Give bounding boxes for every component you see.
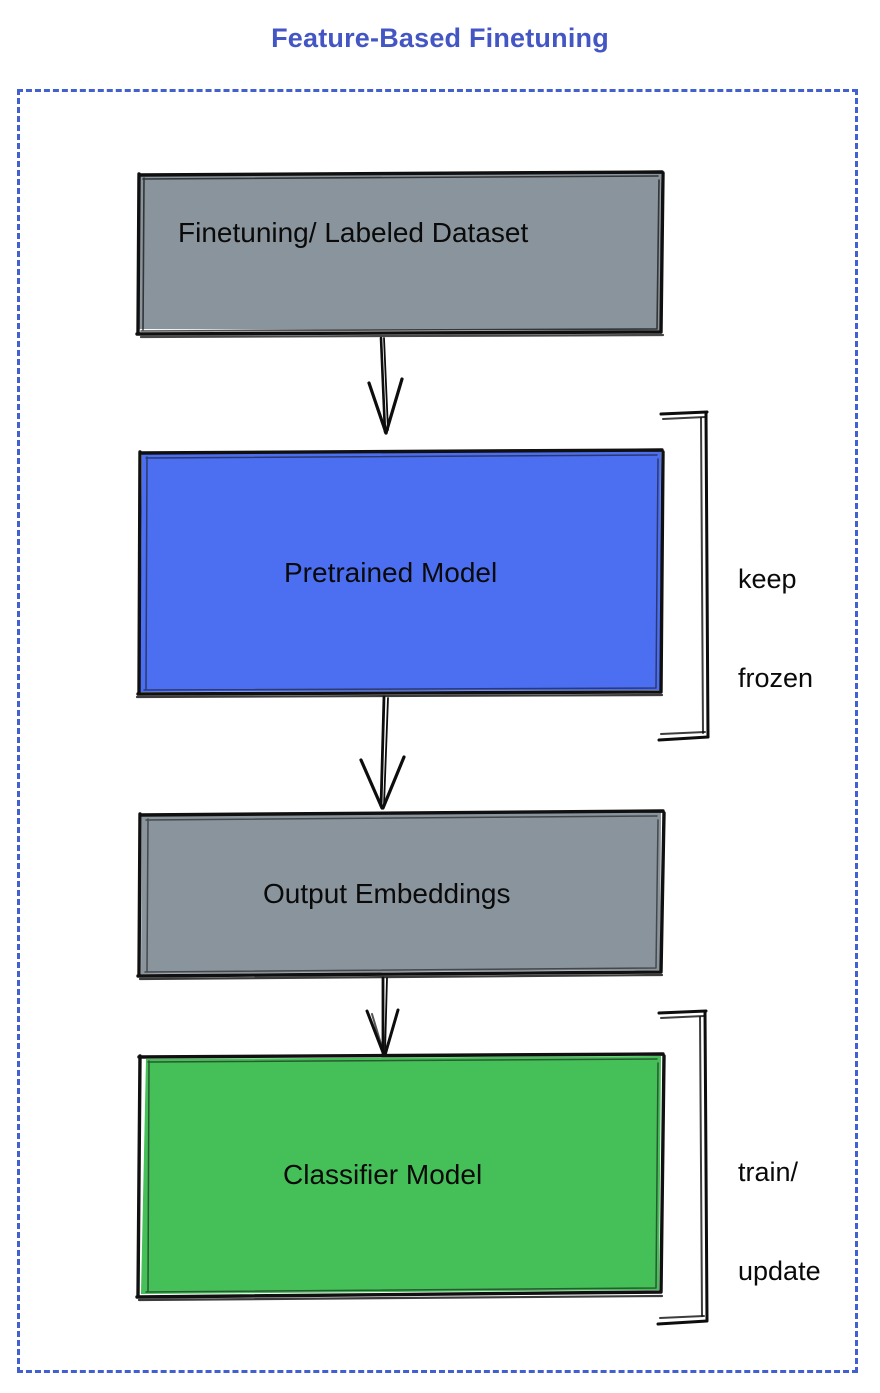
node-classifier-shadow: [137, 1294, 664, 1302]
page-title: Feature-Based Finetuning: [271, 23, 609, 53]
node-classifier-hit-area[interactable]: [138, 1055, 662, 1295]
node-classifier-outline-sketch: [145, 1058, 659, 1293]
annotation-train-update: train/ update: [738, 1090, 821, 1321]
annotation-train-update-line1: train/: [738, 1157, 799, 1187]
node-embeddings-outline: [136, 809, 666, 978]
node-dataset[interactable]: [135, 170, 665, 339]
annotation-train-update-line2: update: [738, 1256, 821, 1286]
node-dataset-fill: [139, 173, 661, 331]
annotation-keep-frozen: keep frozen: [738, 497, 813, 728]
node-pretrained-outline: [136, 448, 665, 696]
bracket-keep-frozen: [657, 410, 710, 742]
node-embeddings-fill: [141, 812, 661, 974]
node-embeddings[interactable]: [136, 809, 666, 981]
annotation-keep-frozen-line1: keep: [738, 564, 797, 594]
node-classifier[interactable]: [135, 1052, 666, 1302]
node-dataset-outline-sketch: [140, 175, 660, 332]
node-embeddings-outline-sketch: [144, 815, 659, 973]
node-dataset-shadow: [139, 333, 665, 339]
arrow-embeddings-to-classifier: [365, 976, 400, 1057]
node-classifier-fill: [141, 1056, 661, 1294]
bracket-train-update: [656, 1009, 709, 1326]
node-pretrained-fill: [140, 451, 661, 692]
annotation-keep-frozen-line2: frozen: [738, 663, 814, 693]
diagram-container-border: [17, 89, 858, 1373]
node-embeddings-shadow: [138, 973, 664, 981]
arrow-pretrained-to-embeddings: [359, 695, 406, 810]
node-pretrained-outline-sketch: [143, 454, 659, 691]
node-dataset-outline: [135, 170, 665, 336]
node-pretrained-shadow: [135, 693, 664, 699]
node-pretrained-hit-area[interactable]: [138, 450, 662, 693]
node-embeddings-hit-area[interactable]: [138, 812, 662, 976]
node-classifier-outline: [135, 1052, 666, 1299]
node-pretrained[interactable]: [135, 448, 665, 699]
node-dataset-hit-area[interactable]: [138, 172, 662, 333]
arrow-dataset-to-pretrained: [367, 336, 404, 435]
